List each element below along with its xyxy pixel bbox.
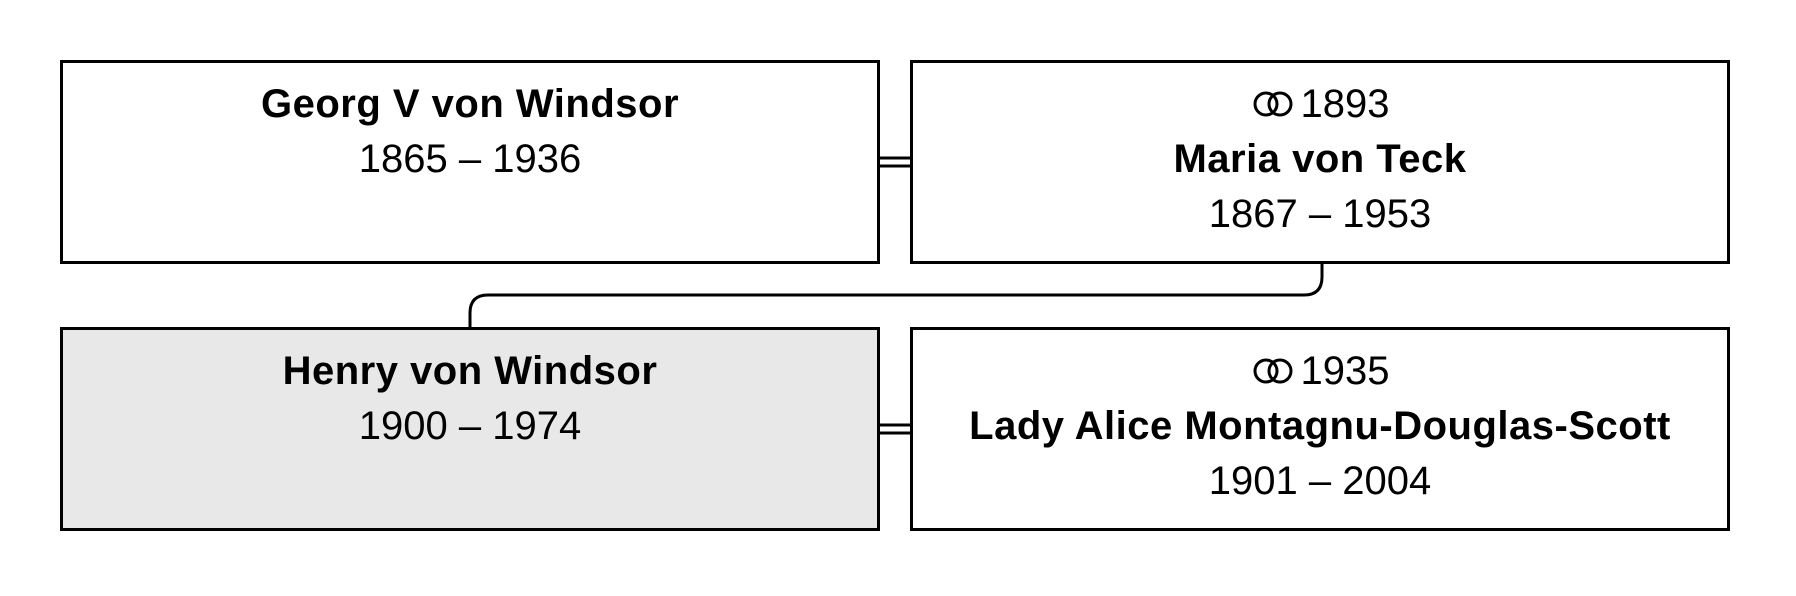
marriage-rings-icon — [1251, 346, 1295, 401]
person-name: Henry von Windsor — [282, 349, 658, 393]
marriage-year: 1935 — [1300, 349, 1390, 393]
marriage-link-1 — [880, 156, 910, 168]
marriage-link-2 — [880, 423, 910, 435]
person-dates: 1901 – 2004 — [1208, 459, 1432, 503]
person-dates: 1867 – 1953 — [1208, 192, 1432, 236]
marriage-rings-icon — [1251, 79, 1295, 134]
person-card-maria[interactable]: 1893 Maria von Teck 1867 – 1953 — [910, 60, 1730, 264]
marriage-year: 1893 — [1300, 82, 1390, 126]
person-name: Georg V von Windsor — [260, 82, 680, 126]
person-card-georg[interactable]: Georg V von Windsor 1865 – 1936 — [60, 60, 880, 264]
parent-child-link — [468, 263, 1324, 327]
person-card-alice[interactable]: 1935 Lady Alice Montagnu-Douglas-Scott 1… — [910, 327, 1730, 531]
person-name: Maria von Teck — [1173, 137, 1467, 181]
person-name: Lady Alice Montagnu-Douglas-Scott — [969, 404, 1671, 448]
person-card-henry[interactable]: Henry von Windsor 1900 – 1974 — [60, 327, 880, 531]
person-dates: 1900 – 1974 — [358, 404, 582, 448]
person-dates: 1865 – 1936 — [358, 137, 582, 181]
